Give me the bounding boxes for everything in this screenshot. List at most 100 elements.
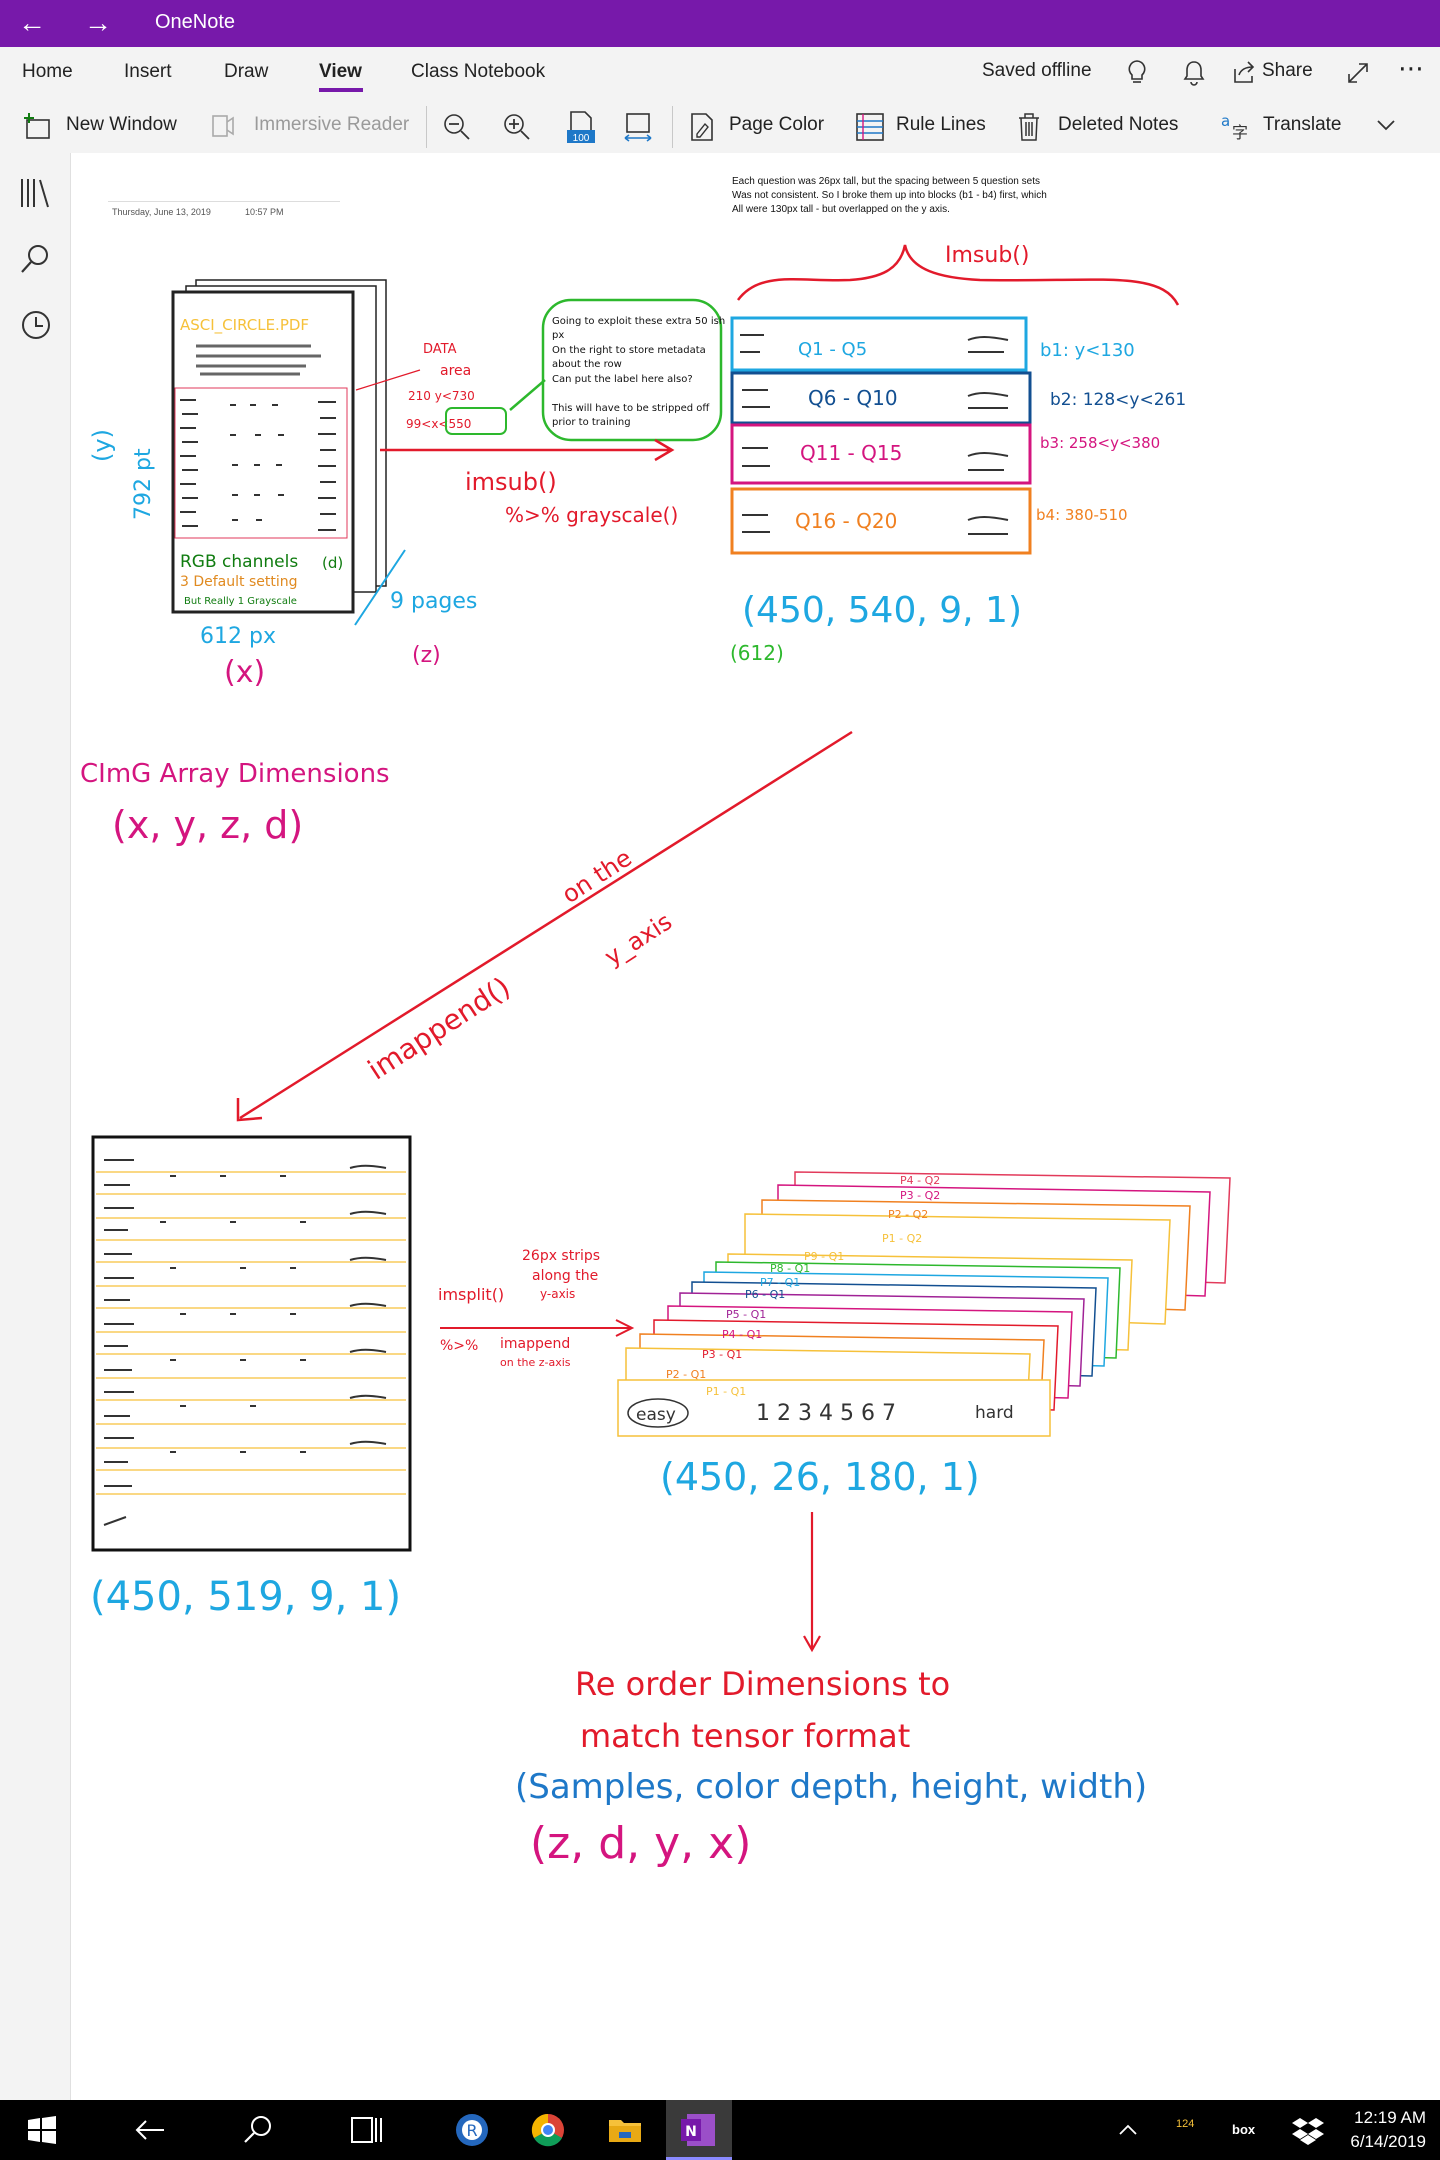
dims-2-label: (450, 519, 9, 1) xyxy=(90,1574,401,1620)
callout-text: Going to exploit these extra 50 ish px O… xyxy=(551,316,725,428)
forward-arrow-icon[interactable]: → xyxy=(84,7,112,38)
y-size-label: 792 pt xyxy=(131,448,156,520)
box-tray-icon[interactable]: box xyxy=(1232,2122,1256,2137)
q1-q5-label: Q1 - Q5 xyxy=(798,339,867,360)
note-line: Each question was 26px tall, but the spa… xyxy=(732,176,1040,187)
chevron-up-icon[interactable] xyxy=(1108,2110,1148,2150)
back-arrow-icon[interactable] xyxy=(130,2110,170,2150)
rgb-note-2: 3 Default setting xyxy=(180,574,298,590)
page-color-button[interactable]: Page Color xyxy=(729,114,825,135)
cimg-title: CImG Array Dimensions xyxy=(80,759,390,789)
lightbulb-icon[interactable] xyxy=(1126,59,1148,87)
new-window-button[interactable]: New Window xyxy=(66,114,177,135)
notebooks-icon[interactable] xyxy=(18,175,54,211)
zoom-100-icon[interactable]: 100 xyxy=(566,110,596,144)
svg-text:prior to training: prior to training xyxy=(552,417,631,428)
search-icon[interactable] xyxy=(238,2110,278,2150)
tab-class-notebook[interactable]: Class Notebook xyxy=(411,61,546,82)
taskbar: R N 124 box 12:19 AM 6/14/2019 xyxy=(0,2100,1440,2160)
tab-bar: Home Insert Draw View Class Notebook Sav… xyxy=(0,47,1440,100)
typed-note[interactable]: Each question was 26px tall, but the spa… xyxy=(732,175,1092,217)
strip-labels: P4 - Q2 P3 - Q2 P2 - Q2 P1 - Q2 P9 - Q1 … xyxy=(666,1174,940,1398)
deleted-notes-button[interactable]: Deleted Notes xyxy=(1058,114,1179,135)
svg-text:about the row: about the row xyxy=(552,359,622,370)
grayscale-label: %>% grayscale() xyxy=(505,503,678,527)
immersive-reader-button[interactable]: Immersive Reader xyxy=(254,114,410,135)
easy-label: easy xyxy=(636,1405,676,1425)
task-view-icon[interactable] xyxy=(346,2110,386,2150)
tab-view[interactable]: View xyxy=(319,61,362,82)
svg-text:P2 - Q1: P2 - Q1 xyxy=(666,1368,706,1381)
navigation-rail xyxy=(0,153,71,2100)
svg-text:R: R xyxy=(466,2121,477,2140)
svg-text:a: a xyxy=(1221,112,1230,130)
svg-text:Can put the label here also?: Can put the label here also? xyxy=(552,374,693,385)
dropbox-icon[interactable] xyxy=(1288,2110,1328,2150)
imappend-2-label: imappend xyxy=(500,1336,570,1352)
svg-text:This will have to be stripped: This will have to be stripped off xyxy=(551,403,710,414)
svg-text:P3 - Q2: P3 - Q2 xyxy=(900,1189,940,1202)
tensor-dims-label: (z, d, y, x) xyxy=(530,1818,751,1869)
tab-draw[interactable]: Draw xyxy=(224,61,269,82)
search-icon[interactable] xyxy=(18,241,54,277)
svg-text:字: 字 xyxy=(1232,123,1248,142)
x-axis-label: (x) xyxy=(224,655,265,690)
svg-text:On the right to store metadata: On the right to store metadata xyxy=(552,345,706,356)
d-label: (d) xyxy=(322,554,343,572)
y-axis-label: (y) xyxy=(88,429,116,462)
arrow-to-blocks xyxy=(380,438,675,462)
taskbar-clock[interactable]: 12:19 AM 6/14/2019 xyxy=(1350,2106,1426,2154)
y-axis-arrow-label: y_axis xyxy=(599,907,677,971)
recent-clock-icon[interactable] xyxy=(18,307,54,343)
active-tab-indicator xyxy=(319,88,363,92)
rule-lines-button[interactable]: Rule Lines xyxy=(896,114,986,135)
dims-3-label: (450, 26, 180, 1) xyxy=(660,1455,980,1499)
note-line: All were 130px tall - but overlapped on … xyxy=(732,204,950,215)
q11-q15-label: Q11 - Q15 xyxy=(800,441,902,465)
onenote-icon: N xyxy=(681,2114,715,2146)
strip-stack xyxy=(617,1171,1231,1437)
share-icon[interactable] xyxy=(1232,59,1256,85)
onenote-taskbar-button[interactable]: N xyxy=(666,2100,732,2160)
windows-start-icon[interactable] xyxy=(22,2110,62,2150)
strips-label-1: 26px strips xyxy=(522,1248,600,1264)
svg-text:Going to exploit these extra 5: Going to exploit these extra 50 ish xyxy=(552,316,725,327)
chrome-icon[interactable] xyxy=(528,2110,568,2150)
zoom-in-icon[interactable] xyxy=(502,112,532,142)
page-time: 10:57 PM xyxy=(245,207,284,217)
back-arrow-icon[interactable]: ← xyxy=(18,7,46,38)
page-width-icon[interactable] xyxy=(622,111,654,143)
immersive-reader-icon xyxy=(212,115,234,137)
chevron-down-icon[interactable] xyxy=(1376,118,1396,132)
imsub-mid-label: imsub() xyxy=(465,468,557,496)
svg-text:P9 - Q1: P9 - Q1 xyxy=(804,1250,844,1263)
share-button[interactable]: Share xyxy=(1262,60,1313,81)
tab-home[interactable]: Home xyxy=(22,61,73,82)
more-options-icon[interactable]: ⋯ xyxy=(1398,53,1425,83)
zoom-out-icon[interactable] xyxy=(442,112,472,142)
r-app-icon[interactable]: R xyxy=(452,2110,492,2150)
bell-icon[interactable] xyxy=(1182,59,1206,87)
file-explorer-icon[interactable] xyxy=(605,2110,645,2150)
zoom-100-label: 100 xyxy=(573,133,590,144)
pdf-page-stack: ASCI_CIRCLE.PDF xyxy=(171,279,387,614)
imappend-label: imappend() xyxy=(362,970,516,1086)
difficulty-scale: 1 2 3 4 5 6 7 xyxy=(756,1401,896,1426)
title-bar: ← → OneNote xyxy=(0,0,1440,47)
page-title-line xyxy=(108,201,340,202)
fullscreen-icon[interactable] xyxy=(1346,61,1370,85)
dims-1-label: (450, 540, 9, 1) xyxy=(742,590,1022,631)
ribbon-divider xyxy=(672,106,673,148)
svg-text:P4 - Q1: P4 - Q1 xyxy=(722,1328,762,1341)
page-date: Thursday, June 13, 2019 xyxy=(112,207,211,217)
rgb-note-3: But Really 1 Grayscale xyxy=(184,596,297,607)
strips-label-3: y-axis xyxy=(540,1287,575,1301)
translate-button[interactable]: Translate xyxy=(1263,114,1342,135)
trash-icon xyxy=(1019,113,1039,141)
svg-text:P2 - Q2: P2 - Q2 xyxy=(888,1208,928,1221)
ink-drawing[interactable]: ASCI_CIRCLE.PDF DATA area 210 y<730 99<x… xyxy=(0,0,1440,2100)
svg-text:P3 - Q1: P3 - Q1 xyxy=(702,1348,742,1361)
tab-insert[interactable]: Insert xyxy=(124,61,172,82)
hard-label: hard xyxy=(975,1403,1014,1423)
bubble-rows xyxy=(180,399,336,531)
